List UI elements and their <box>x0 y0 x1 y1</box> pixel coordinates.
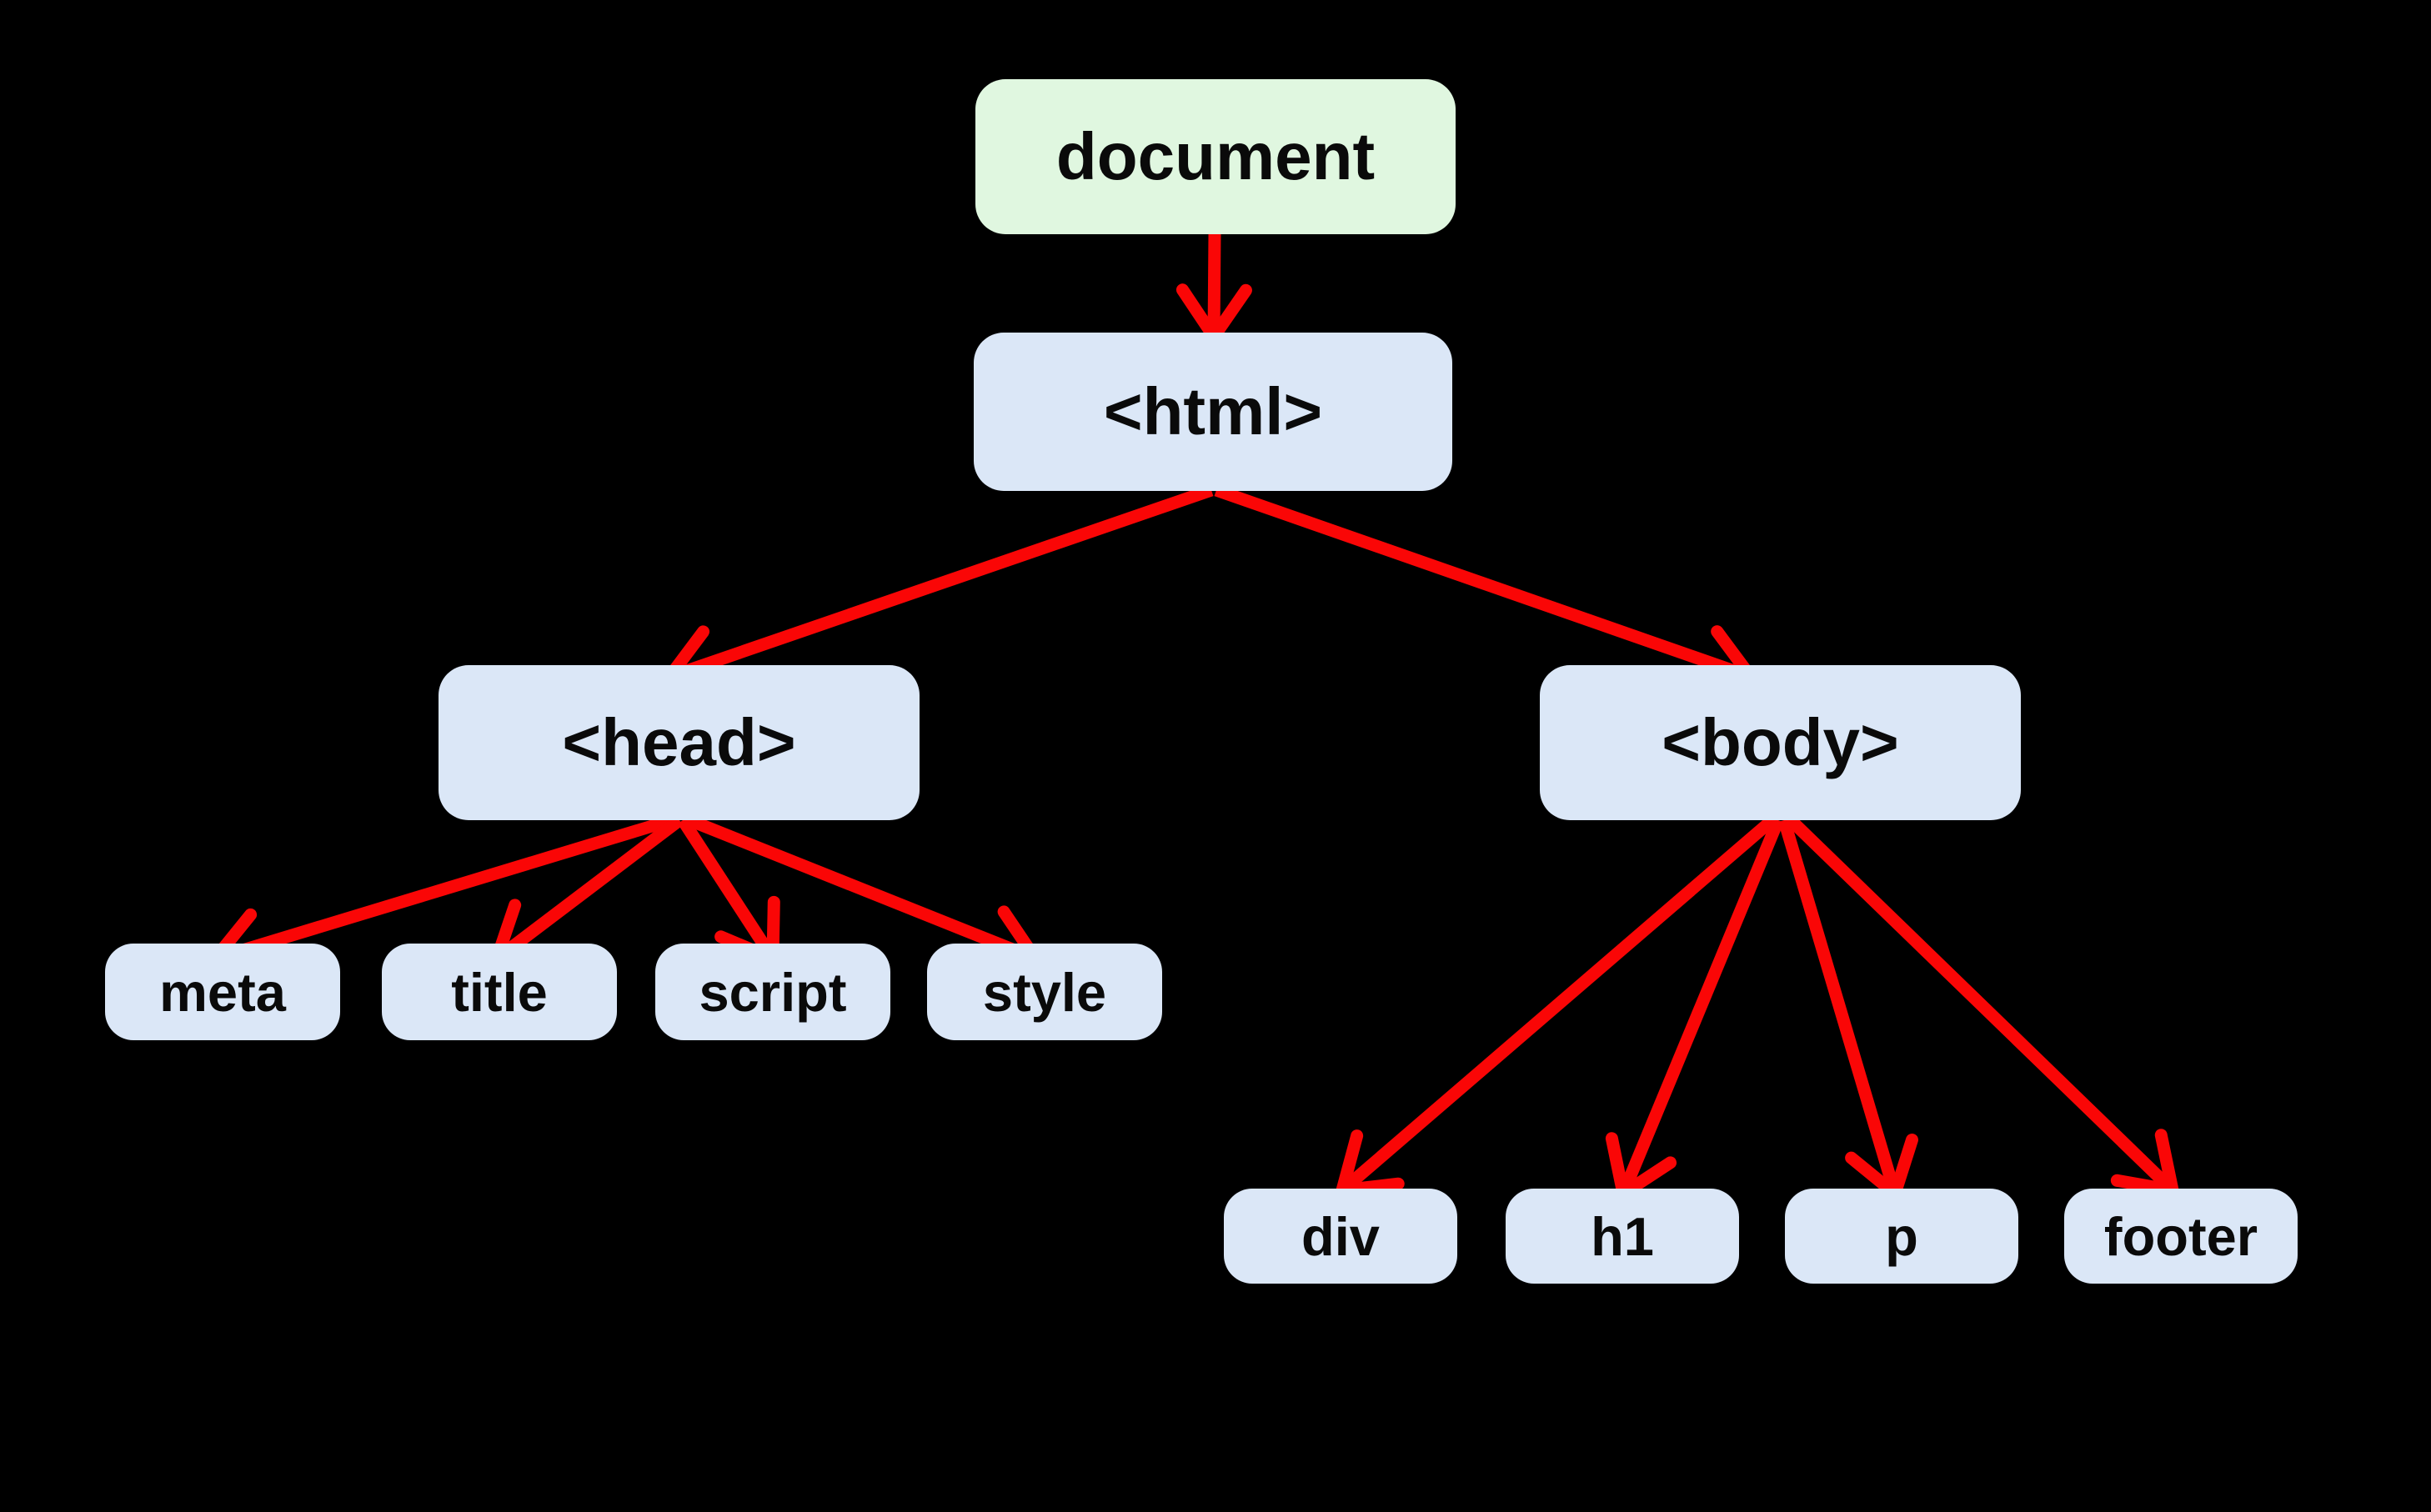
node-head: <head> <box>439 665 920 820</box>
node-label: <head> <box>562 705 796 779</box>
edge-head-script <box>677 816 780 965</box>
node-label: meta <box>159 961 286 1023</box>
node-style: style <box>927 944 1162 1040</box>
node-label: document <box>1055 119 1376 193</box>
edge-body-p <box>1777 818 1918 1200</box>
edge-head-style <box>683 813 1042 977</box>
node-title: title <box>382 944 617 1040</box>
edge-body-h1 <box>1605 818 1784 1200</box>
node-label: <html> <box>1103 374 1323 448</box>
node-document: document <box>975 79 1456 234</box>
node-p: p <box>1785 1189 2018 1284</box>
node-label: div <box>1301 1205 1380 1267</box>
node-label: <body> <box>1662 705 1899 779</box>
node-label: p <box>1885 1205 1918 1267</box>
edge-html-head <box>663 483 1214 698</box>
edge-document-html <box>1175 233 1252 343</box>
node-h1: h1 <box>1506 1189 1739 1284</box>
edge-body-div <box>1336 814 1778 1197</box>
node-footer: footer <box>2064 1189 2298 1284</box>
node-div: div <box>1224 1189 1457 1284</box>
edge-head-meta <box>208 812 679 982</box>
node-script: script <box>655 944 890 1040</box>
node-label: title <box>451 961 548 1023</box>
node-label: style <box>982 961 1107 1023</box>
node-html: <html> <box>974 333 1452 491</box>
node-label: script <box>699 961 847 1023</box>
node-meta: meta <box>105 944 340 1040</box>
edge-head-title <box>490 815 684 965</box>
edge-body-footer <box>1784 814 2179 1197</box>
node-label: footer <box>2103 1205 2258 1267</box>
node-body: <body> <box>1540 665 2021 820</box>
node-label: h1 <box>1591 1205 1654 1267</box>
edge-html-body <box>1214 483 1757 698</box>
